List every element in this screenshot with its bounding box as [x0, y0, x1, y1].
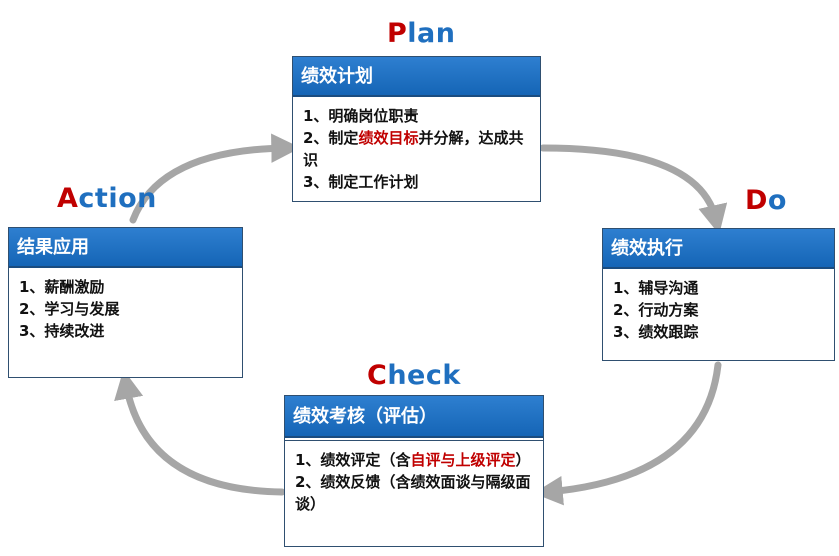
card-body: 1、薪酬激励 2、学习与发展 3、持续改进: [9, 268, 242, 346]
card-header: 绩效考核（评估）: [285, 396, 543, 438]
phase-title-check: Check: [367, 360, 461, 392]
phase-title-action: Action: [57, 183, 157, 215]
card-plan: 绩效计划 1、明确岗位职责 2、制定绩效目标并分解，达成共识 3、制定工作计划: [292, 56, 541, 202]
phase-title-do: Do: [745, 185, 787, 217]
card-body: 1、辅导沟通 2、行动方案 3、绩效跟踪: [603, 269, 834, 347]
phase-initial: P: [387, 18, 408, 49]
item-text: 2、制定: [303, 129, 359, 147]
card-check: 绩效考核（评估） 1、绩效评定（含自评与上级评定） 2、绩效反馈（含绩效面谈与隔…: [284, 395, 544, 547]
item-text: ）: [515, 451, 531, 469]
list-item: 1、辅导沟通: [613, 279, 699, 297]
arrow-plan-to-do: [539, 144, 728, 235]
phase-initial: A: [57, 183, 79, 214]
list-item: 2、绩效反馈（含绩效面谈与隔级面谈）: [295, 473, 531, 513]
card-header: 结果应用: [9, 228, 242, 268]
list-item: 2、行动方案: [613, 301, 699, 319]
phase-rest: heck: [387, 360, 461, 391]
list-item: 1、绩效评定（含自评与上级评定）: [295, 449, 535, 471]
phase-rest: ction: [78, 183, 157, 214]
card-body: 1、明确岗位职责 2、制定绩效目标并分解，达成共识 3、制定工作计划: [293, 97, 540, 197]
item-text: 1、绩效评定（含: [295, 451, 411, 469]
phase-rest: lan: [407, 18, 456, 49]
phase-initial: C: [367, 360, 388, 391]
arrow-action-to-plan: [129, 133, 301, 224]
list-item: 2、制定绩效目标并分解，达成共识: [303, 127, 532, 171]
card-header: 绩效计划: [293, 57, 540, 97]
list-item: 1、薪酬激励: [19, 278, 105, 296]
arrow-check-to-action: [114, 369, 286, 496]
list-item: 3、制定工作计划: [303, 173, 419, 191]
card-body: 1、绩效评定（含自评与上级评定） 2、绩效反馈（含绩效面谈与隔级面谈）: [285, 440, 543, 519]
phase-rest: o: [767, 185, 787, 216]
item-text: 并分解，达成共识: [303, 129, 524, 169]
card-action: 结果应用 1、薪酬激励 2、学习与发展 3、持续改进: [8, 227, 243, 378]
list-item: 2、学习与发展: [19, 300, 120, 318]
phase-title-plan: Plan: [387, 18, 456, 50]
list-item: 3、绩效跟踪: [613, 323, 699, 341]
highlight-text: 绩效目标: [358, 129, 419, 147]
card-header: 绩效执行: [603, 229, 834, 269]
list-item: 3、持续改进: [19, 322, 105, 340]
arrow-do-to-check: [533, 361, 722, 506]
list-item: 1、明确岗位职责: [303, 107, 419, 125]
card-do: 绩效执行 1、辅导沟通 2、行动方案 3、绩效跟踪: [602, 228, 835, 361]
highlight-text: 自评与上级评定: [410, 451, 516, 469]
phase-initial: D: [745, 185, 768, 216]
